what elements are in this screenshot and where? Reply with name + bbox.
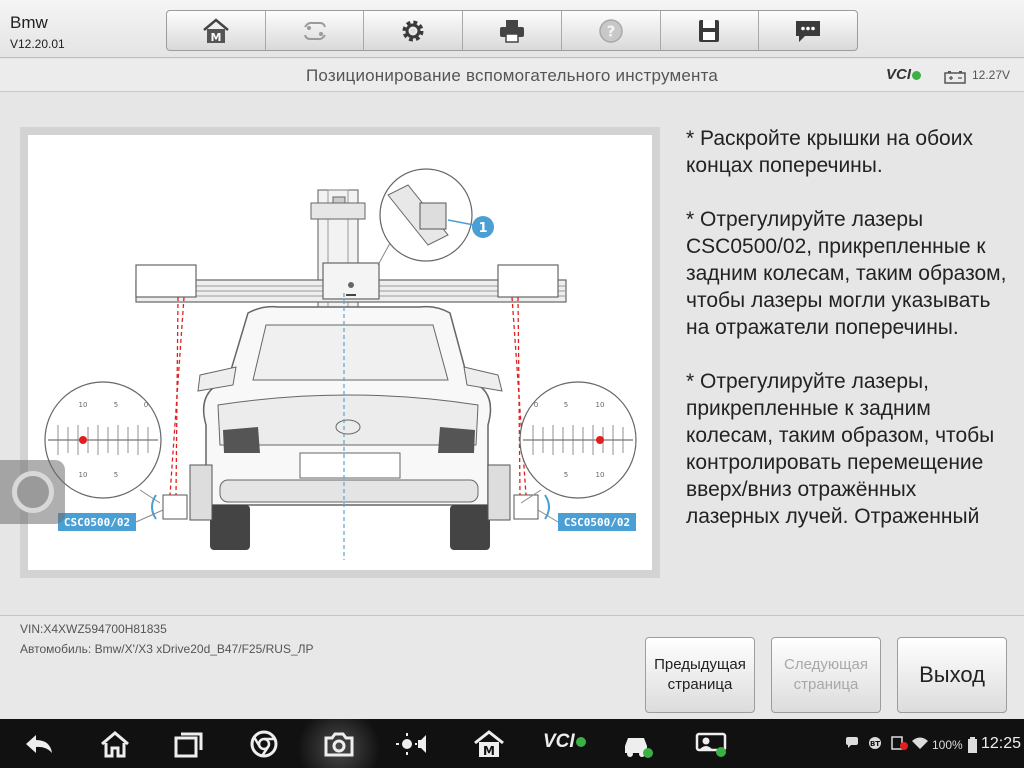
scale-right-bottom-10: 10: [596, 471, 605, 479]
vehicle-swap-button[interactable]: [266, 11, 365, 50]
settings-button[interactable]: [364, 11, 464, 50]
scale-left-bottom-5: 5: [114, 471, 118, 479]
svg-text:BT: BT: [870, 740, 880, 748]
home-m-icon: M: [474, 730, 504, 758]
callout-number: 1: [478, 221, 487, 236]
save-icon: [699, 19, 720, 42]
camera-highlight: [288, 719, 390, 768]
help-button[interactable]: ?: [562, 11, 661, 50]
page-title: Позиционирование вспомогательного инстру…: [305, 66, 719, 85]
assist-ring-icon: [11, 471, 54, 513]
recents-icon: [174, 732, 203, 758]
instruction-image-panel: 1: [20, 127, 660, 578]
vci-connected-icon: [912, 71, 922, 80]
scale-left-top-0: 0: [144, 401, 148, 409]
home-icon: [101, 731, 129, 758]
header: Bmw V12.20.01 M ?: [0, 0, 1024, 58]
remote-expert-button[interactable]: [694, 727, 728, 761]
vehicle-readout: Автомобиль: Bmw/X'/X3 xDrive20d_B47/F25/…: [20, 642, 314, 656]
next-page-button[interactable]: Следующая страница: [771, 637, 881, 713]
scale-right-bottom-5: 5: [564, 471, 568, 479]
previous-page-button[interactable]: Предыдущая страница: [645, 637, 755, 713]
maxisys-home-button[interactable]: M: [472, 727, 506, 761]
instruction-text: * Раскройте крышки на обоих концах попер…: [686, 127, 1007, 528]
back-button[interactable]: [22, 727, 56, 761]
scale-right-top-5: 5: [564, 401, 568, 409]
clock: 12:25: [981, 735, 1022, 752]
battery-level: 100%: [932, 738, 963, 752]
printer-icon: [500, 19, 525, 43]
home-nav-button[interactable]: [98, 727, 132, 761]
vci-connected-icon: [575, 737, 586, 747]
svg-text:M: M: [210, 31, 221, 44]
vci-nav-button[interactable]: VCI: [543, 731, 586, 753]
vehicle-nav-button[interactable]: [620, 727, 654, 761]
title-bar: Позиционирование вспомогательного инстру…: [0, 59, 1024, 92]
chrome-icon: [250, 730, 278, 758]
camera-icon: [324, 732, 354, 757]
gear-icon: [402, 20, 424, 41]
home-m-icon: M: [203, 17, 229, 44]
brightness-volume-button[interactable]: [396, 727, 430, 761]
wifi-icon: [912, 737, 928, 749]
exit-button[interactable]: Выход: [897, 637, 1007, 713]
car-check-icon: [625, 738, 653, 758]
app-version: V12.20.01: [10, 37, 65, 51]
chat-icon: [796, 20, 821, 42]
chat-button[interactable]: [759, 11, 857, 50]
app-name: Bmw: [10, 13, 48, 32]
scale-left-top-10: 10: [79, 401, 88, 409]
vci-label: VCI: [886, 66, 912, 83]
notification-chat-icon: [846, 737, 858, 748]
back-arrow-icon: [26, 735, 52, 753]
vehicle-swap-icon: [303, 21, 326, 40]
save-button[interactable]: [661, 11, 760, 50]
car-battery-icon: [944, 71, 966, 84]
home-button[interactable]: M: [167, 11, 266, 50]
calibration-diagram: 1: [44, 168, 637, 560]
recents-button[interactable]: [172, 727, 206, 761]
left-laser-label: CSC0500/02: [64, 516, 130, 529]
notification-bt-icon: BT: [869, 737, 881, 749]
floating-assist-button[interactable]: [0, 460, 65, 524]
scale-left-bottom-10: 10: [79, 471, 88, 479]
remote-expert-icon: [695, 732, 727, 757]
browser-button[interactable]: [247, 727, 281, 761]
svg-text:?: ?: [606, 22, 615, 40]
voltage-readout: 12.27V: [972, 68, 1011, 82]
vin-readout: VIN:X4XWZ594700H81835: [20, 622, 167, 636]
brightness-volume-icon: [396, 733, 426, 755]
instruction-image: 1: [28, 135, 652, 570]
battery-icon: [968, 737, 977, 753]
print-button[interactable]: [463, 11, 562, 50]
screenshot-button[interactable]: [322, 727, 356, 761]
scale-right-top-0: 0: [534, 401, 538, 409]
scale-right-top-10: 10: [596, 401, 605, 409]
toolbar: M ?: [166, 10, 858, 51]
scale-left-top-5: 5: [114, 401, 118, 409]
no-sim-icon: [891, 736, 908, 750]
svg-text:M: M: [483, 744, 495, 758]
vci-nav-label: VCI: [543, 731, 575, 752]
vci-status: VCI: [886, 66, 922, 83]
right-laser-label: CSC0500/02: [564, 516, 630, 529]
help-icon: ?: [598, 18, 623, 43]
